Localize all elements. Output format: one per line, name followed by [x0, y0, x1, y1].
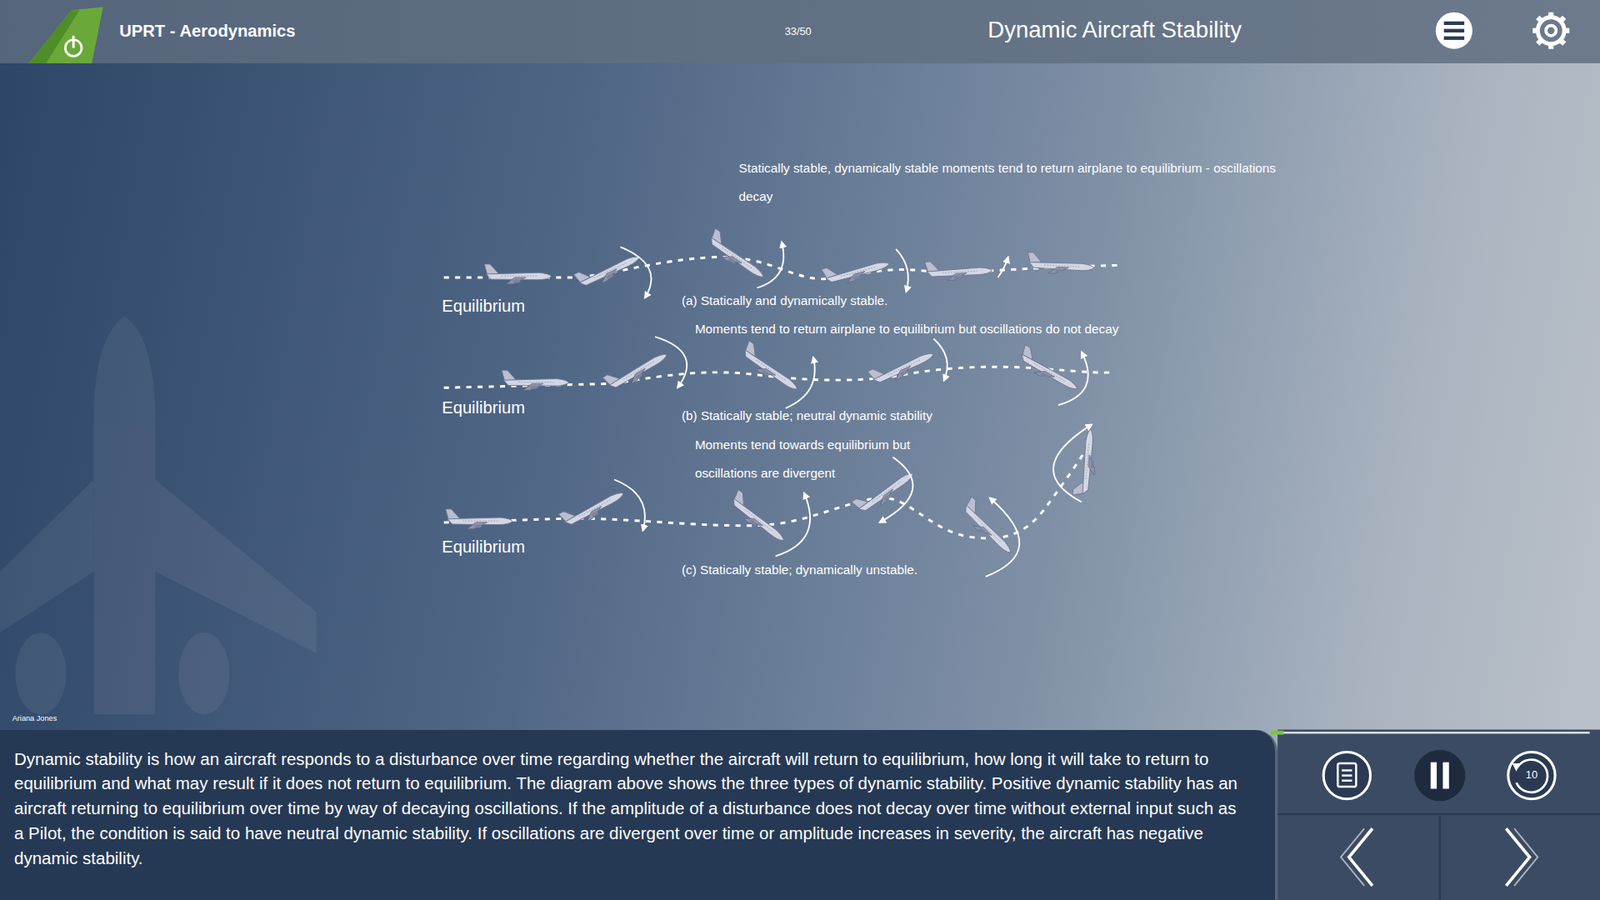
settings-gear — [1548, 12, 1554, 18]
transcript-button — [1323, 751, 1370, 799]
aircraft — [821, 251, 892, 289]
transcript-button — [1341, 769, 1352, 771]
aircraft — [704, 228, 771, 284]
slide-title: Dynamic Aircraft Stability — [987, 15, 1242, 46]
moment-arrow — [933, 339, 947, 381]
narration-panel: Dynamic stability is how an aircraft res… — [0, 730, 1278, 900]
aircraft — [1015, 345, 1084, 396]
aircraft-watermark — [15, 632, 66, 715]
case-label: (b) Statically stable; neutral dynamic s… — [681, 405, 933, 426]
flight-path — [444, 256, 1118, 538]
moment-arrow — [785, 357, 815, 409]
aircraft-watermark — [155, 480, 316, 654]
aircraft — [602, 344, 671, 395]
settings-gear — [1545, 25, 1556, 36]
moment-arrow — [655, 336, 687, 388]
equilibrium-label: Equilibrium — [441, 396, 525, 420]
replay-seconds: 10 — [1521, 768, 1542, 782]
moment-arrow — [998, 257, 1009, 278]
moment-arrow — [985, 498, 1020, 577]
settings-gear — [1532, 28, 1538, 34]
aircraft — [737, 340, 805, 396]
aircraft-watermark — [94, 316, 155, 715]
previous-chevron — [1349, 828, 1373, 886]
moment-arrow — [620, 246, 651, 298]
menu-icon — [1435, 12, 1473, 50]
aircraft — [1072, 428, 1099, 497]
next-chevron — [1505, 828, 1530, 886]
replay-button — [1508, 751, 1555, 799]
aircraft — [867, 343, 937, 390]
case-note: Moments tend towards equilibrium but osc… — [695, 430, 953, 489]
replay-button — [1516, 760, 1548, 793]
aircraft — [1026, 252, 1095, 276]
pause-button — [1430, 762, 1437, 790]
menu-icon — [1444, 29, 1465, 33]
menu-icon — [1444, 21, 1465, 25]
moment-arrow — [614, 480, 645, 531]
settings-gear — [1560, 40, 1565, 45]
case-note: Moments tend to return airplane to equil… — [695, 315, 1153, 344]
panel-divider — [1277, 813, 1600, 815]
replay-button — [1512, 763, 1521, 772]
aircraft-watermark — [0, 480, 95, 634]
aircraft — [957, 496, 1020, 559]
page-counter: 33/50 — [785, 24, 812, 39]
progress-fill — [1270, 730, 1284, 735]
settings-gear — [1532, 12, 1570, 50]
header-bar — [0, 0, 1600, 64]
previous-chevron — [1340, 828, 1365, 886]
case-label: (a) Statically and dynamically stable. — [681, 290, 888, 311]
app-logo — [28, 7, 103, 64]
equilibrium-label: Equilibrium — [441, 295, 525, 318]
moment-arrow — [757, 241, 785, 288]
settings-gear — [1548, 44, 1554, 50]
replay-button — [1508, 751, 1555, 799]
moment-arrow — [1053, 424, 1092, 502]
pause-button — [1414, 750, 1465, 801]
moment-arrow — [775, 492, 810, 556]
aircraft — [501, 370, 569, 390]
app-logo — [72, 35, 75, 49]
diagram-caption: Statically stable, dynamically stable mo… — [739, 154, 1299, 212]
aircraft — [445, 509, 513, 530]
transcript-button — [1341, 774, 1352, 776]
settings-gear — [1532, 12, 1570, 50]
panel-divider — [1439, 816, 1441, 900]
transcript-button — [1337, 763, 1356, 787]
aircraft-watermark — [178, 632, 230, 715]
aircraft — [725, 489, 791, 546]
pause-button — [1442, 762, 1449, 790]
transcript-button — [1341, 780, 1352, 782]
course-name: UPRT - Aerodynamics — [119, 20, 295, 43]
next-chevron — [1514, 828, 1538, 886]
aircraft — [925, 258, 994, 282]
app-logo — [28, 7, 103, 64]
aircraft — [558, 482, 627, 532]
transcript-button — [1323, 751, 1370, 799]
moment-arrow — [880, 457, 914, 523]
pause-button — [1414, 750, 1465, 801]
menu-icon — [1435, 12, 1473, 50]
moment-arrow — [895, 249, 909, 292]
settings-gear — [1537, 40, 1542, 45]
settings-gear — [1537, 17, 1565, 45]
menu-icon — [1444, 36, 1465, 40]
moment-arrow — [614, 241, 1092, 577]
aircraft-watermark — [0, 316, 317, 715]
case-label: (c) Statically stable; dynamically unsta… — [681, 560, 918, 580]
settings-gear — [1564, 28, 1570, 34]
equilibrium-label: Equilibrium — [441, 535, 525, 559]
settings-gear — [1560, 17, 1565, 22]
settings-gear — [1537, 17, 1542, 22]
aircraft — [484, 264, 551, 285]
narration-text: Dynamic stability is how an aircraft res… — [14, 746, 1242, 871]
progress-bar — [1270, 731, 1590, 734]
moment-arrow — [1058, 351, 1089, 405]
control-panel — [1277, 730, 1600, 900]
narrator-name: Ariana Jones — [12, 713, 58, 724]
